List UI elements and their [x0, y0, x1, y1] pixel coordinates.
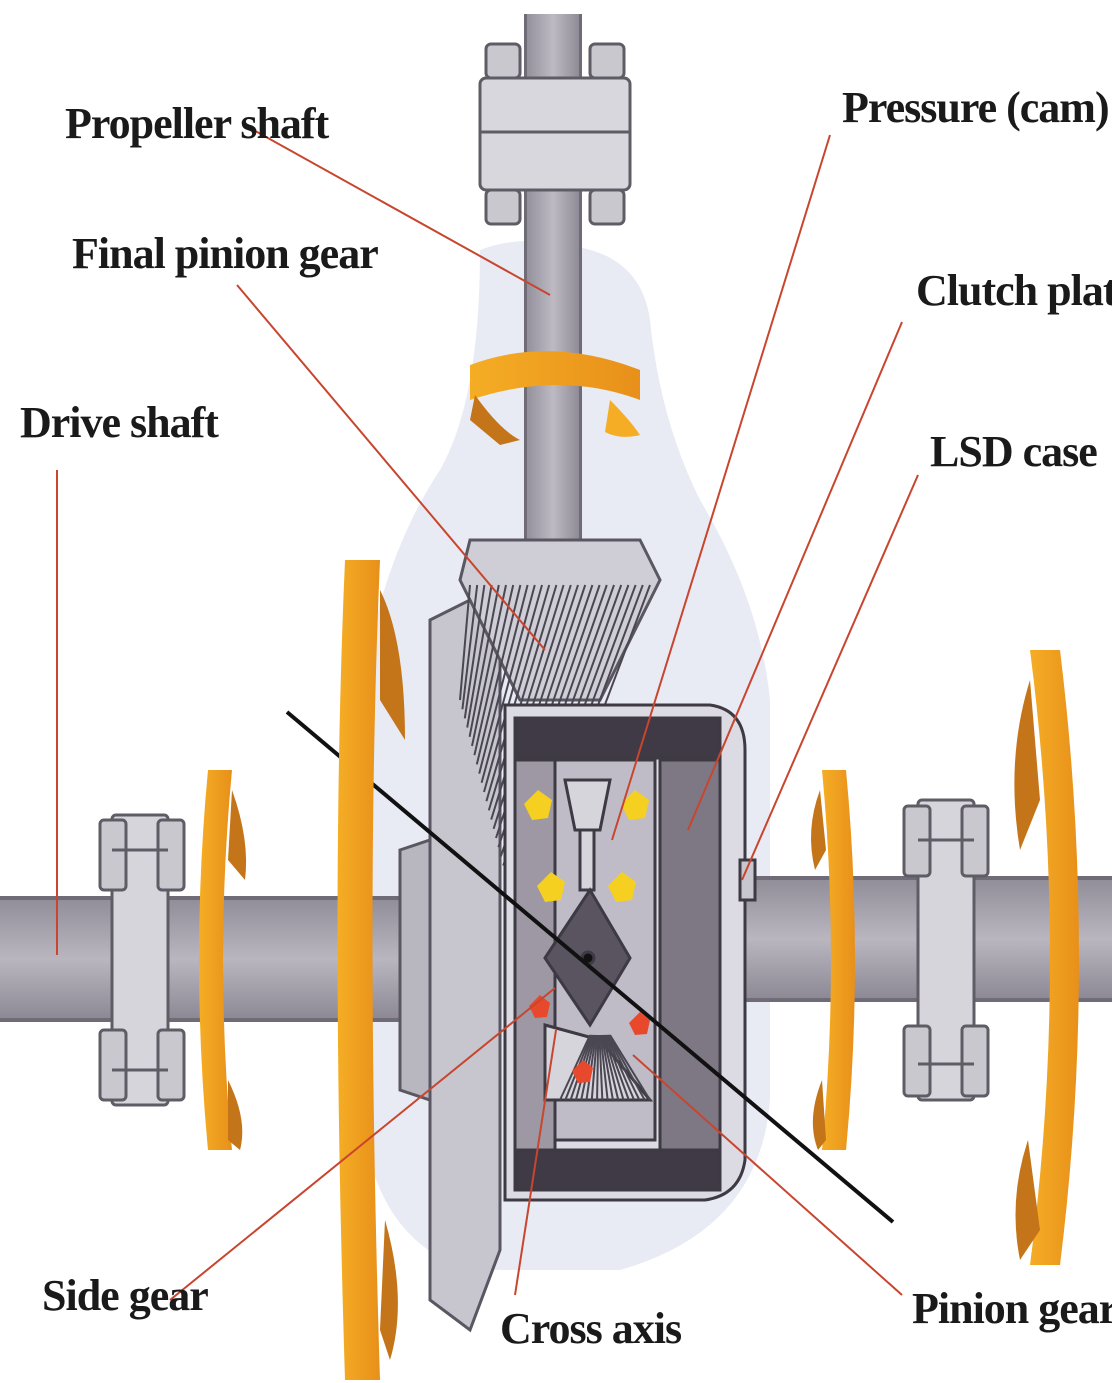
leader-pinion-gears	[632, 1054, 903, 1296]
label-final-pinion-gear: Final pinion gear	[72, 229, 378, 278]
side-gear-tooth	[590, 1034, 599, 1101]
leader-propeller-shaft	[249, 127, 551, 296]
gear-tooth	[466, 584, 493, 728]
gear-tooth	[459, 584, 471, 701]
rotation-arrow-right-wheel	[1014, 650, 1079, 1265]
label-pinion-gears: Pinion gears	[912, 1284, 1112, 1333]
gear-tooth	[463, 584, 486, 719]
label-propeller-shaft: Propeller shaft	[65, 99, 330, 148]
side-gear-tooth	[601, 1034, 620, 1101]
diagonal-reference-line	[285, 710, 895, 1224]
side-gear-tooth	[604, 1034, 630, 1101]
side-gear-tooth	[559, 1034, 591, 1101]
leader-cross-axis	[514, 1029, 557, 1296]
top-flange	[478, 42, 632, 226]
leader-clutch-plates	[687, 321, 903, 831]
label-cross-axis: Cross axis	[500, 1304, 682, 1353]
gear-tooth	[471, 584, 507, 747]
rotation-arrow-left-shaft	[199, 770, 247, 1150]
leader-final-pinion-gear	[236, 284, 546, 651]
gear-tooth	[483, 584, 543, 793]
gear-tooth	[461, 584, 479, 710]
gear-tooth	[487, 584, 558, 811]
rotation-arrow-ring-gear	[337, 560, 405, 1380]
gear-tooth	[485, 584, 551, 802]
gear-tooth	[490, 584, 565, 820]
leader-lines	[56, 127, 919, 1301]
leader-lsd-case	[741, 474, 919, 881]
label-clutch-plates: Clutch plates	[916, 266, 1112, 315]
side-gear-tooth	[606, 1034, 641, 1101]
label-pressure-cam-ring: Pressure (cam) ring	[842, 83, 1112, 132]
side-gear-tooth	[603, 1034, 625, 1101]
side-gear-tooth	[598, 1034, 604, 1101]
label-lsd-case: LSD case	[930, 427, 1097, 476]
gear-tooth	[478, 584, 529, 774]
right-flange	[902, 798, 990, 1102]
side-gear-tooth	[599, 1034, 609, 1101]
side-gear-tooth	[609, 1034, 651, 1101]
friction-highlights	[524, 790, 650, 1083]
label-drive-shaft: Drive shaft	[20, 398, 219, 447]
left-flange	[98, 813, 186, 1107]
gear-tooth	[473, 584, 515, 756]
side-gear-tooth	[600, 1034, 614, 1101]
leader-pressure-ring	[611, 134, 831, 841]
gear-tooth	[475, 584, 522, 765]
label-side-gear: Side gear	[42, 1271, 208, 1320]
side-gear-tooth	[607, 1034, 646, 1101]
rotation-arrow-right-shaft	[811, 770, 855, 1150]
leader-side-gear	[169, 987, 556, 1301]
gear-tooth	[480, 584, 536, 784]
gear-tooth	[468, 584, 500, 737]
rotation-arrow-propeller	[470, 351, 640, 445]
side-gear-tooth	[605, 1034, 636, 1101]
side-gear-tooth	[596, 1034, 600, 1101]
